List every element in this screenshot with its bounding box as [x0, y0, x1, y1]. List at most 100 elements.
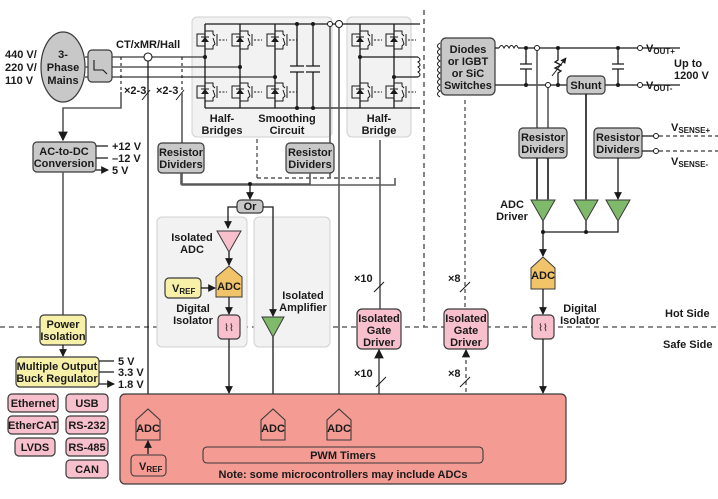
interface-label: RS-485 [68, 442, 105, 454]
junction [584, 230, 588, 234]
vout-plus-label: VOUT+ [646, 43, 675, 56]
ac-to-dc-block [32, 141, 97, 173]
pwm-timers-block [202, 446, 484, 464]
rail-minus12: –12 V [112, 153, 141, 165]
hot-side-label: Hot Side [665, 308, 710, 320]
output-adc [530, 256, 556, 290]
ac-dc-label-2: Conversion [34, 158, 95, 170]
vout-minus-label: VOUT- [646, 80, 673, 93]
half-bridge-label-1: Half- [367, 113, 392, 125]
rail-5v: 5 V [112, 165, 129, 177]
interface-lvds [14, 437, 56, 457]
gd1-label-2: Gate [367, 325, 391, 337]
half-bridges-label-2: Bridges [202, 125, 243, 137]
ct-sensor-label: CT/xMR/Hall [116, 39, 180, 51]
switches-label-1: Diodes [450, 44, 487, 56]
smoothing-capacitors [290, 22, 320, 110]
input-voltage-220: 220 V/ [5, 62, 37, 74]
vref-label-hot: VREF [172, 283, 195, 296]
mains-to-acdc-wire [58, 92, 122, 142]
sensor-mult-b: ×2-3 [156, 85, 178, 97]
output-sense-wires [536, 51, 587, 200]
interface-rs-232 [65, 415, 109, 435]
switches-label-2: or IGBT [448, 56, 489, 68]
iso-amp-label-2: Amplifier [279, 302, 327, 314]
digital-isolator-label-1: Digital [563, 303, 597, 315]
switches-block [440, 37, 496, 96]
mains-label-2: Phase [47, 62, 79, 74]
bus-slash-1 [141, 89, 151, 101]
smoothing-label-2: Circuit [270, 125, 305, 137]
bus-slash [375, 376, 387, 388]
divider-feedback-wire [181, 92, 396, 186]
gd1-label-3: Driver [363, 337, 396, 349]
mains-label-1: 3- [58, 49, 68, 61]
isolator-icon: ⌇⌇ [224, 323, 234, 334]
ac-dc-label-1: AC-to-DC [39, 146, 89, 158]
hot-isolator-label-1: Digital [176, 303, 210, 315]
dc-bus-tap [327, 21, 333, 27]
vsense-plus-terminal [653, 133, 659, 139]
digital-isolator-label-2: Isolator [560, 315, 600, 327]
ac-dc-rails [96, 145, 108, 170]
iso-amp-label-1: Isolated [282, 290, 324, 302]
adc-driver-label-1: ADC [500, 199, 524, 211]
interface-label: LVDS [21, 442, 50, 454]
interface-label: RS-232 [68, 420, 105, 432]
gd2-label-2: Gate [454, 325, 478, 337]
emi-filter-block [87, 49, 113, 83]
mcu-adc-1-label: ADC [136, 423, 160, 435]
input-voltage-110: 110 V [5, 75, 34, 87]
adc-driver-amp-3 [605, 199, 631, 223]
mcu-adc-1 [135, 408, 161, 441]
mcu-adc-2 [260, 408, 286, 441]
half-bridge-switches [351, 24, 421, 108]
gate-mult-a-safe: ×10 [354, 368, 373, 380]
transformer-icon [437, 42, 441, 98]
vref-label-mcu: VREF [139, 461, 162, 474]
buck-label-1: Multiple Output [17, 361, 98, 373]
vref-block-mcu [130, 454, 167, 477]
interface-ethercat [7, 415, 59, 435]
adc-driver-inputs [536, 94, 618, 199]
rd-dcbus-label-1: Resistor [288, 147, 333, 159]
isolated-amplifier-region [253, 216, 331, 348]
rd-output-label-2: Dividers [521, 144, 564, 156]
isolator-icon: ⌇⌇ [538, 323, 548, 334]
mcu-adc-2-label: ADC [261, 423, 285, 435]
mains-label-3: Mains [47, 75, 78, 87]
rd-input-label-1: Resistor [159, 147, 204, 159]
interface-ethernet [7, 393, 59, 413]
interface-rs-485 [65, 437, 109, 457]
sense-stub [642, 135, 654, 152]
iso-adc-label-2: ADC [180, 244, 204, 256]
gate-mult-b-safe: ×8 [448, 368, 461, 380]
filter-icon [93, 60, 108, 75]
or-to-iso-adc [224, 206, 237, 229]
hot-adc-label: ADC [217, 281, 241, 293]
bus-slash [459, 281, 471, 293]
adc-driver-label-2: Driver [496, 211, 529, 223]
pwm-timers-label: PWM Timers [310, 450, 376, 462]
bus-slash-2 [175, 89, 185, 101]
rail-5v-out: 5 V [118, 356, 135, 368]
gate-mult-a-hot: ×10 [354, 273, 373, 285]
rd-input-label-2: Dividers [159, 159, 202, 171]
rail-1v8: 1.8 V [118, 379, 144, 391]
interface-can [65, 459, 109, 479]
bus-slash [459, 376, 471, 388]
current-sensor-icon [143, 52, 153, 62]
adc-driver-amp-1 [530, 199, 556, 223]
gd2-label-3: Driver [450, 337, 483, 349]
buck-rails [99, 360, 114, 384]
three-phase-lines [85, 56, 275, 78]
power-isolation-label-2: Isolation [40, 331, 86, 343]
mcu-note: Note: some microcontrollers may include … [219, 469, 468, 481]
smoothing-label-1: Smoothing [258, 113, 315, 125]
vsense-dash-lines [659, 135, 718, 152]
output-range-2: 1200 V [674, 70, 710, 82]
adc-driver-amp-2 [573, 199, 599, 223]
resistor-dividers-output [518, 127, 568, 159]
gd2-label-1: Isolated [445, 313, 487, 325]
power-isolation-label-1: Power [46, 319, 80, 331]
